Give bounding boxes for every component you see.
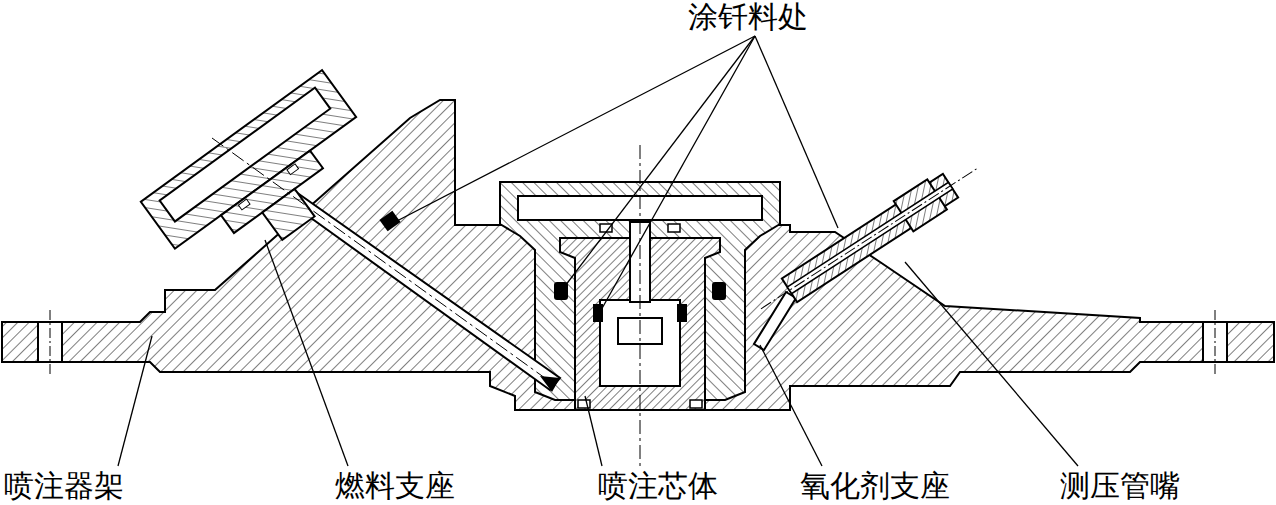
fuel-channel-tip: [540, 376, 560, 392]
pressure-tap: [751, 152, 989, 324]
center-line: [640, 145, 641, 470]
part-label: 喷注芯体: [598, 469, 718, 502]
braze-fill: [677, 304, 687, 322]
center-line: [50, 310, 51, 374]
leader-lines: [118, 36, 1078, 466]
part-label: 燃料支座: [335, 469, 455, 502]
braze-fill: [712, 282, 726, 300]
core-hole: [600, 224, 612, 232]
part-label: 喷注器架: [4, 469, 124, 502]
core-hole: [668, 224, 680, 232]
core-hole: [690, 400, 702, 408]
injector-frame: [2, 100, 1274, 410]
tap-channel: [754, 292, 796, 350]
center-line: [1215, 310, 1216, 374]
part-label: 氧化剂支座: [800, 469, 950, 502]
part-label: 测压管嘴: [1060, 469, 1180, 502]
braze-fill: [593, 304, 603, 322]
fuel-support: [141, 70, 389, 294]
fuel-channel: [286, 192, 560, 390]
callout-label: 涂钎料处: [688, 0, 808, 33]
axis-line: [212, 138, 556, 386]
